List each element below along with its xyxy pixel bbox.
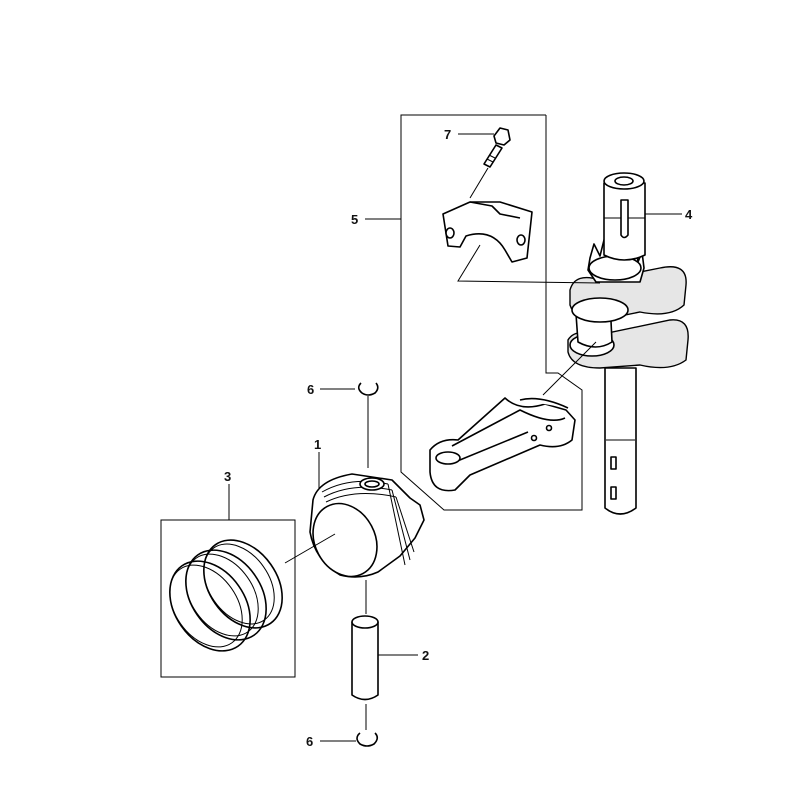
callout-crankshaft: 4 xyxy=(685,207,693,222)
callout-pin-clip-bottom: 6 xyxy=(306,734,313,749)
callout-rod-bolt: 7 xyxy=(444,127,451,142)
connecting-rod xyxy=(429,397,576,492)
pin-clip-bottom xyxy=(356,732,379,747)
piston xyxy=(309,473,425,578)
crankshaft xyxy=(567,172,689,515)
callout-connecting-rod-kit: 5 xyxy=(351,212,358,227)
callout-pin-clip-top: 6 xyxy=(307,382,314,397)
rod-bolt xyxy=(483,127,511,168)
piston-pin xyxy=(351,615,379,701)
rod-cap xyxy=(442,201,533,263)
leader-lines xyxy=(228,133,682,742)
piston-rings xyxy=(169,539,283,652)
callout-piston-rings: 3 xyxy=(224,469,231,484)
callout-piston-pin: 2 xyxy=(422,648,429,663)
callout-piston: 1 xyxy=(314,437,321,452)
pin-clip-top xyxy=(357,382,379,396)
connecting-rod-kit-box xyxy=(400,114,583,511)
piston-rings-box xyxy=(160,519,296,678)
